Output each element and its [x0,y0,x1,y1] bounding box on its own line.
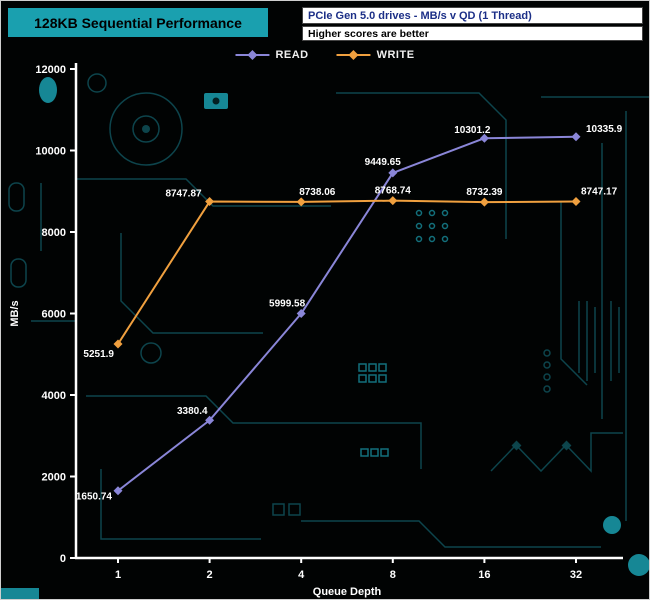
x-tick-label: 16 [478,569,490,581]
data-point-read-qd4 [296,309,306,319]
data-label-read-qd1: 1650.74 [76,492,113,503]
legend-item-write: WRITE [336,49,415,61]
data-point-read-qd8 [388,168,398,178]
chart-subtitle: PCIe Gen 5.0 drives - MB/s v QD (1 Threa… [302,7,643,24]
legend-item-read: READ [235,49,308,61]
data-point-read-qd32 [571,132,581,142]
x-tick-label: 2 [207,569,213,581]
y-tick-label: 2000 [42,472,66,484]
legend: READ WRITE [235,49,414,61]
data-label-read-qd8: 9449.65 [365,157,402,168]
y-tick-label: 4000 [42,390,66,402]
data-label-write-qd16: 8732.39 [466,187,503,198]
y-tick-label: 6000 [42,309,66,321]
data-label-read-qd2: 3380.4 [177,406,208,417]
x-tick-label: 8 [390,569,396,581]
data-label-write-qd2: 8747.87 [165,189,202,200]
data-label-write-qd1: 5251.9 [83,349,114,360]
x-axis-title: Queue Depth [313,586,382,598]
data-label-read-qd4: 5999.58 [269,299,306,310]
y-tick-label: 0 [60,553,66,565]
data-point-write-qd1 [113,339,123,349]
data-point-write-qd32 [571,197,581,207]
chart-title: 128KB Sequential Performance [8,8,268,37]
data-label-write-qd32: 8747.17 [581,187,618,198]
legend-label-write: WRITE [376,49,415,61]
data-label-read-qd16: 10301.2 [454,125,491,136]
data-label-write-qd8: 8768.74 [375,186,412,197]
x-tick-label: 4 [298,569,305,581]
chart-note: Higher scores are better [302,26,643,41]
y-tick-label: 10000 [35,146,66,158]
y-axis-title: MB/s [9,300,21,326]
data-point-write-qd8 [388,196,398,206]
y-tick-label: 12000 [35,64,66,76]
data-point-write-qd16 [479,197,489,207]
legend-label-read: READ [275,49,309,61]
series-line-read [117,135,577,492]
data-point-read-qd2 [205,415,215,425]
x-tick-label: 32 [570,569,582,581]
chart-header: 128KB Sequential Performance PCIe Gen 5.… [1,1,649,45]
data-label-read-qd32: 10335.9 [586,124,623,135]
data-label-write-qd4: 8738.06 [299,187,336,198]
y-tick-label: 8000 [42,227,66,239]
series-line-write [117,199,577,345]
data-point-write-qd4 [296,197,306,207]
read-line-swatch [235,50,270,60]
data-point-read-qd16 [479,133,489,143]
data-point-read-qd1 [113,486,123,496]
x-tick-label: 1 [115,569,121,581]
data-point-write-qd2 [205,197,215,207]
write-line-swatch [336,50,371,60]
